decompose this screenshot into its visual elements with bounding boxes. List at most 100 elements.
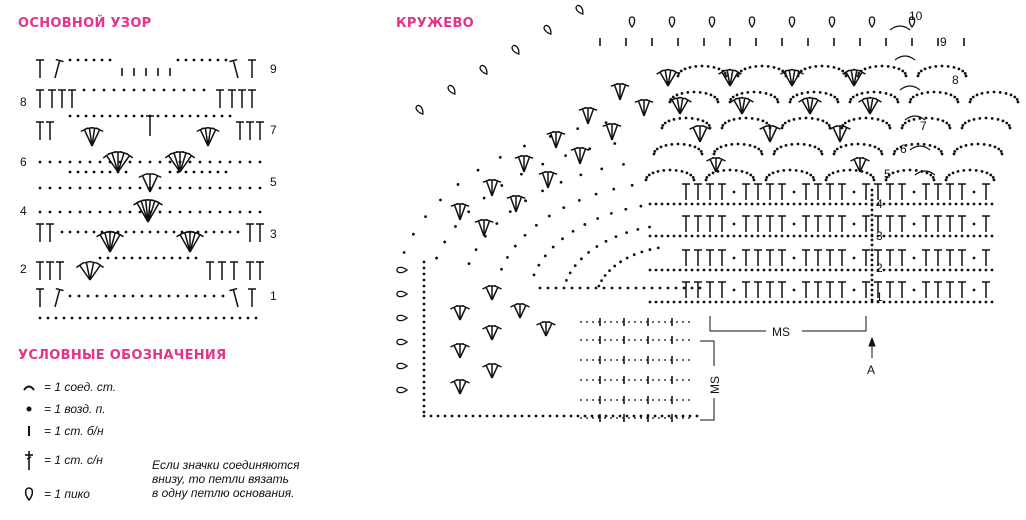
chain-stitch-mark (154, 256, 158, 260)
chain-stitch-mark (901, 124, 905, 127)
double-crochet-top (493, 284, 502, 290)
chain-stitch-mark (212, 294, 216, 298)
chain-stitch-mark (824, 178, 828, 182)
chain-stitch-mark (228, 230, 232, 234)
chain-stitch-mark (912, 190, 916, 194)
chain-stitch-mark (546, 286, 550, 290)
chain-stitch-mark (972, 256, 976, 260)
chain-stitch-mark (849, 98, 853, 101)
chain-stitch-mark (751, 176, 755, 179)
double-crochet-mark (232, 289, 239, 308)
chain-stitch-mark (873, 145, 877, 149)
chain-stitch-mark (148, 160, 152, 164)
chain-stitch-mark (696, 300, 700, 304)
chain-stitch-mark (832, 65, 836, 69)
chain-stitch-mark (684, 268, 688, 272)
chain-stitch-mark (424, 215, 427, 219)
chain-stitch-mark (422, 386, 426, 390)
chain-stitch-mark (678, 300, 682, 304)
chain-stitch-mark (818, 90, 822, 94)
chain-stitch-mark (680, 169, 684, 173)
chain-stitch-mark (222, 316, 226, 320)
picot-loop (828, 16, 836, 29)
chain-stitch-mark (594, 192, 598, 196)
chain-stitch-mark (798, 300, 802, 304)
chain-stitch-mark (132, 114, 136, 118)
chain-stitch-mark (196, 114, 200, 118)
chain-stitch-mark (800, 91, 804, 95)
chain-stitch-mark (236, 230, 240, 234)
chain-stitch-mark (798, 234, 802, 238)
chain-stitch-mark (713, 150, 717, 153)
chain-stitch-mark (78, 210, 82, 214)
chain-stitch-mark (966, 234, 970, 238)
chain-stitch-mark (759, 150, 763, 153)
double-crochet-mark (605, 124, 613, 141)
chain-stitch-mark (903, 121, 907, 125)
chain-stitch-mark (484, 234, 487, 238)
chain-stitch-mark (966, 300, 970, 304)
chain-stitch-mark (952, 65, 956, 69)
picot-loop (628, 16, 636, 29)
chain-stitch-mark (957, 67, 961, 71)
picot-loop (479, 64, 488, 75)
chain-stitch-mark (671, 95, 675, 99)
chain-stitch-mark (648, 225, 651, 229)
chain-stitch-mark (814, 64, 818, 68)
row-number-8: 8 (20, 95, 27, 109)
double-crochet-top (796, 69, 804, 75)
chain-stitch-mark (720, 126, 724, 130)
double-crochet-mark (453, 380, 461, 395)
chain-stitch-mark (138, 256, 142, 260)
chain-stitch-mark (610, 286, 614, 290)
chain-stitch-mark (924, 202, 928, 206)
chain-stitch-mark (940, 152, 944, 156)
chain-stitch-mark (48, 160, 52, 164)
chain-stitch-mark (968, 168, 972, 172)
chain-stitch-mark (786, 234, 790, 238)
double-crochet-mark (667, 71, 677, 87)
chain-stitch-mark (198, 210, 202, 214)
chain-stitch-mark (498, 155, 502, 159)
chain-stitch-mark (998, 90, 1002, 94)
double-crochet-top (461, 342, 470, 348)
double-crochet-mark (555, 132, 563, 149)
chain-stitch-mark (915, 93, 919, 97)
picot-mark (868, 16, 876, 29)
chain-stitch-mark (762, 234, 766, 238)
chain-stitch-mark (864, 268, 868, 272)
slip-stitch-mark (894, 55, 916, 61)
double-crochet-mark (88, 128, 93, 147)
chain-stitch-mark (888, 268, 892, 272)
chain-stitch-mark (984, 202, 988, 206)
chain-stitch-mark (653, 414, 657, 418)
picot-mark (543, 24, 552, 35)
chain-stitch-mark (960, 300, 964, 304)
chain-stitch-mark (618, 286, 622, 290)
chain-stitch-mark (704, 91, 708, 95)
chain-stitch-mark (168, 160, 172, 164)
chain-stitch-mark (792, 268, 796, 272)
chain-stitch-mark (697, 147, 701, 151)
chain-stitch-mark (562, 286, 566, 290)
chain-stitch-mark (882, 234, 886, 238)
chain-stitch-mark (62, 316, 66, 320)
chain-stitch-mark (254, 316, 258, 320)
chain-stitch-mark (847, 119, 851, 123)
chain-stitch-mark (48, 210, 52, 214)
chain-stitch-mark (937, 147, 941, 151)
chain-stitch-mark (108, 210, 112, 214)
double-crochet-mark (738, 98, 743, 115)
double-crochet-mark (845, 71, 855, 87)
chain-stitch-mark (668, 168, 672, 172)
double-crochet-mark (147, 202, 160, 223)
chain-stitch-mark (100, 58, 104, 62)
chain-stitch-mark (828, 234, 832, 238)
chain-stitch-mark (58, 186, 62, 190)
chain-stitch-mark (422, 404, 426, 408)
double-crochet-mark (453, 344, 461, 359)
double-crochet-top (734, 69, 742, 75)
chain-stitch-mark (705, 121, 709, 125)
chain-stitch-mark (868, 143, 872, 147)
chain-stitch-mark (816, 234, 820, 238)
